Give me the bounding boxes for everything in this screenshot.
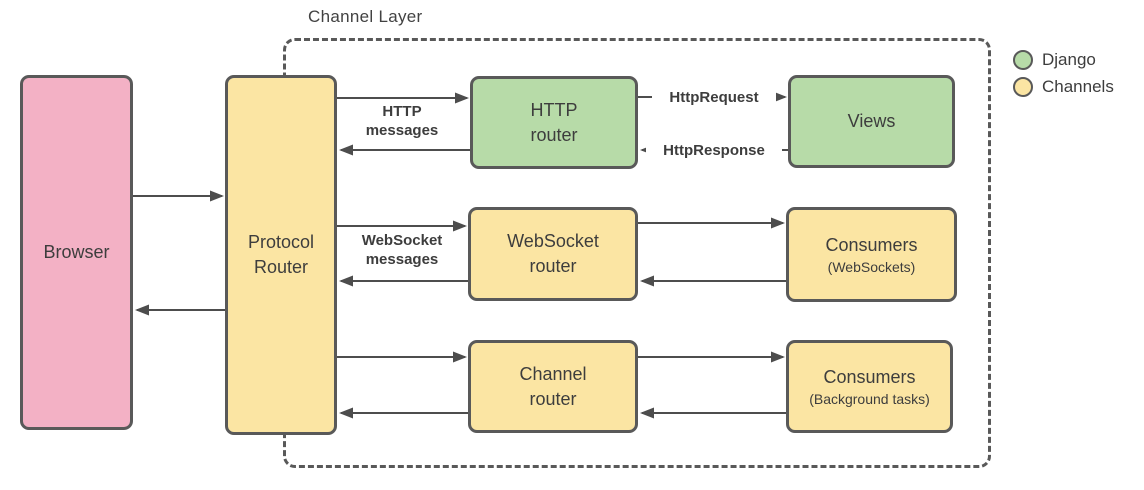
channels-color-swatch-icon — [1013, 77, 1033, 97]
legend-item-channels: Channels — [1013, 77, 1114, 97]
legend-channels-label: Channels — [1042, 77, 1114, 96]
edge-label-http-request: HttpRequest — [652, 88, 776, 107]
legend-django-label: Django — [1042, 50, 1096, 69]
node-consumers-websockets: Consumers (WebSockets) — [786, 207, 957, 302]
node-websocket-router: WebSocket router — [468, 207, 638, 301]
edge-label-websocket-messages-line2: messages — [365, 251, 439, 268]
edge-label-http-messages-line2: messages — [365, 122, 439, 139]
legend: Django Channels — [1013, 50, 1114, 97]
channel-layer-title: Channel Layer — [308, 7, 423, 26]
edge-label-websocket-messages: WebSocket messages — [332, 231, 472, 269]
node-views-label: Views — [847, 111, 896, 131]
edge-label-http-messages-line1: HTTP — [382, 103, 422, 120]
node-views: Views — [788, 75, 955, 168]
node-protocol-router: Protocol Router — [225, 75, 337, 435]
node-protocol-router-label-line1: Protocol — [247, 232, 315, 252]
node-channel-router: Channel router — [468, 340, 638, 433]
node-http-router-label-line2: router — [530, 124, 578, 145]
django-color-swatch-icon — [1013, 50, 1033, 70]
legend-item-django: Django — [1013, 50, 1114, 70]
node-protocol-router-label-line2: Router — [253, 257, 309, 277]
edge-label-websocket-messages-line1: WebSocket — [361, 232, 443, 249]
node-http-router-label-line1: HTTP — [530, 99, 578, 120]
node-consumers-websockets-label: Consumers — [825, 235, 918, 255]
node-browser: Browser — [20, 75, 133, 430]
edge-label-http-messages: HTTP messages — [342, 102, 462, 140]
node-websocket-router-label-line1: WebSocket — [507, 231, 599, 251]
node-consumers-background-label: Consumers — [823, 367, 916, 387]
node-channel-router-label-line1: Channel — [519, 363, 587, 384]
node-channel-router-label-line2: router — [529, 388, 577, 409]
edge-label-http-response: HttpResponse — [646, 141, 782, 160]
node-consumers-websockets-sublabel: (WebSockets) — [827, 259, 916, 275]
node-browser-label: Browser — [43, 242, 110, 262]
node-http-router: HTTP router — [470, 76, 638, 169]
node-consumers-background: Consumers (Background tasks) — [786, 340, 953, 433]
node-websocket-router-label-line2: router — [529, 256, 577, 276]
node-consumers-background-sublabel: (Background tasks) — [809, 391, 930, 407]
